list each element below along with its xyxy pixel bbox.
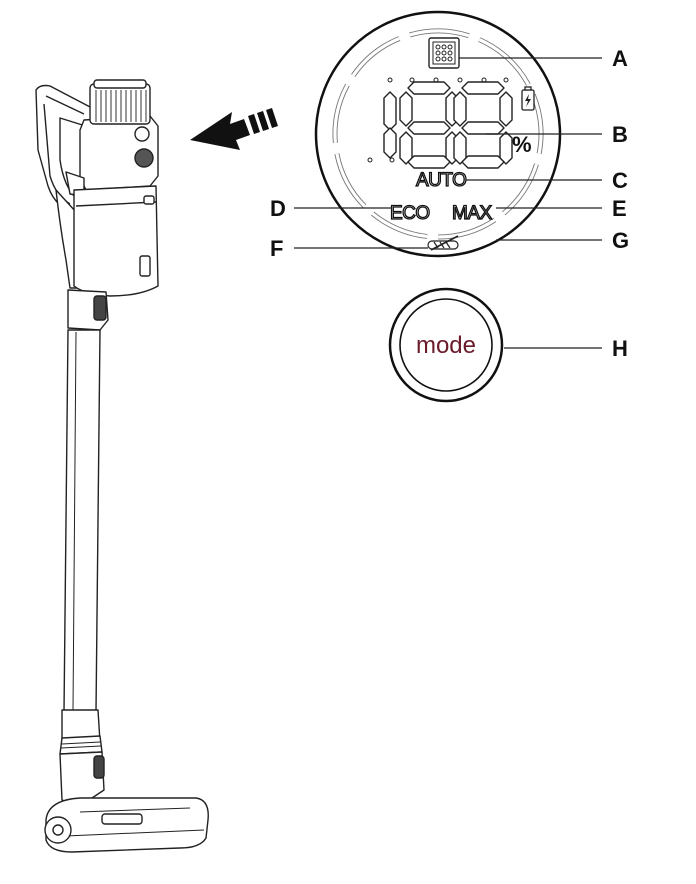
filter-icon [428,37,460,69]
callout-label-d: D [270,196,286,221]
mode-button[interactable]: mode [388,287,504,403]
mode-button-label: mode [416,332,476,359]
callout-label-e: E [612,196,627,221]
mode-eco-indicator: ECO [390,203,430,224]
callout-label-g: G [612,228,629,253]
vacuum-dust-bin [73,185,159,297]
seven-segment-digits [383,81,513,169]
callout-lines [294,57,602,349]
brush-roll-icon [427,235,459,251]
mode-button-inner-ring [399,298,493,392]
mode-auto-indicator: AUTO [416,170,466,191]
callout-label-c: C [612,168,628,193]
percent-symbol: % [512,132,532,157]
control-display: % AUTO ECO MAX [314,10,562,258]
battery-charging-icon [521,86,535,111]
callout-label-h: H [612,336,628,361]
vacuum-body-mode-button [134,148,154,168]
mode-max-indicator: MAX [452,203,493,224]
vacuum-body-display [134,126,150,142]
vacuum-wand-tube [63,329,101,713]
arrow-left-icon [190,108,278,150]
callout-label-a: A [612,46,628,71]
callout-label-f: F [270,236,283,261]
digit-8-b [453,81,513,169]
digit-1 [383,91,397,159]
callout-label-b: B [612,122,628,147]
vacuum-cleaner-illustration [35,79,209,853]
